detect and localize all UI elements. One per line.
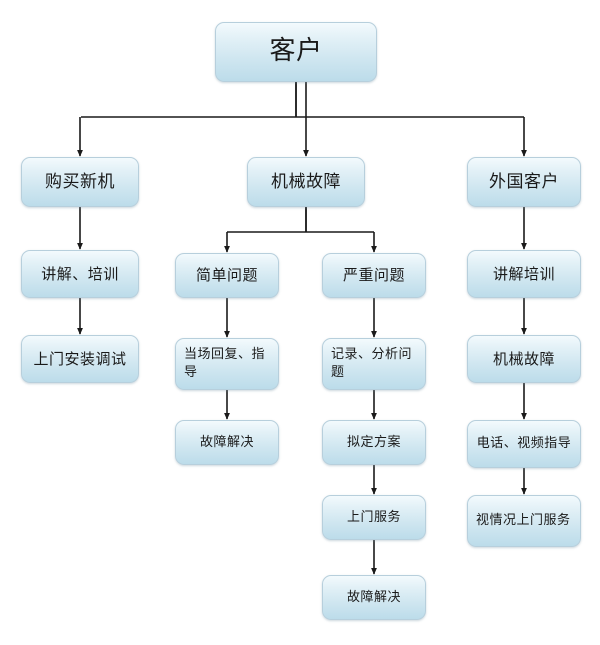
flow-node-l1[interactable]: 讲解、培训 [21,250,139,298]
flow-node-label: 购买新机 [45,171,115,192]
flow-node-s3[interactable]: 拟定方案 [322,420,426,465]
flow-node-label: 严重问题 [342,266,405,285]
flow-node-label: 故障解决 [346,589,401,605]
flow-node-r1[interactable]: 讲解培训 [467,250,581,298]
flow-node-label: 简单问题 [195,266,258,285]
flow-node-label: 上门服务 [346,509,401,525]
flow-node-r2[interactable]: 机械故障 [467,335,581,383]
flow-node-label: 电话、视频指导 [476,436,572,452]
flow-node-label: 上门安装调试 [33,349,127,368]
flow-node-label: 客户 [269,36,323,67]
flow-node-s1[interactable]: 严重问题 [322,253,426,298]
flow-node-r3[interactable]: 电话、视频指导 [467,420,581,468]
flow-node-label: 记录、分析问题 [331,347,413,380]
flow-node-m3[interactable]: 故障解决 [175,420,279,465]
flow-node-b2[interactable]: 机械故障 [247,157,365,207]
flow-node-s2[interactable]: 记录、分析问题 [322,338,426,390]
flow-node-root[interactable]: 客户 [215,22,377,82]
flow-node-label: 拟定方案 [346,434,401,450]
flow-node-label: 故障解决 [199,434,254,450]
flow-node-label: 讲解、培训 [41,264,119,283]
flow-node-m1[interactable]: 简单问题 [175,253,279,298]
flow-node-s5[interactable]: 故障解决 [322,575,426,620]
flow-node-label: 机械故障 [492,349,555,368]
flow-node-label: 外国客户 [489,171,559,192]
flow-node-label: 机械故障 [271,171,341,192]
flow-node-r4[interactable]: 视情况上门服务 [467,495,581,547]
flow-node-label: 讲解培训 [492,264,555,283]
flow-node-b1[interactable]: 购买新机 [21,157,139,207]
flow-node-label: 视情况上门服务 [476,513,571,529]
flow-node-b3[interactable]: 外国客户 [467,157,581,207]
flow-node-m2[interactable]: 当场回复、指导 [175,338,279,390]
flow-node-l2[interactable]: 上门安装调试 [21,335,139,383]
flow-node-s4[interactable]: 上门服务 [322,495,426,540]
flow-node-label: 当场回复、指导 [184,347,266,380]
